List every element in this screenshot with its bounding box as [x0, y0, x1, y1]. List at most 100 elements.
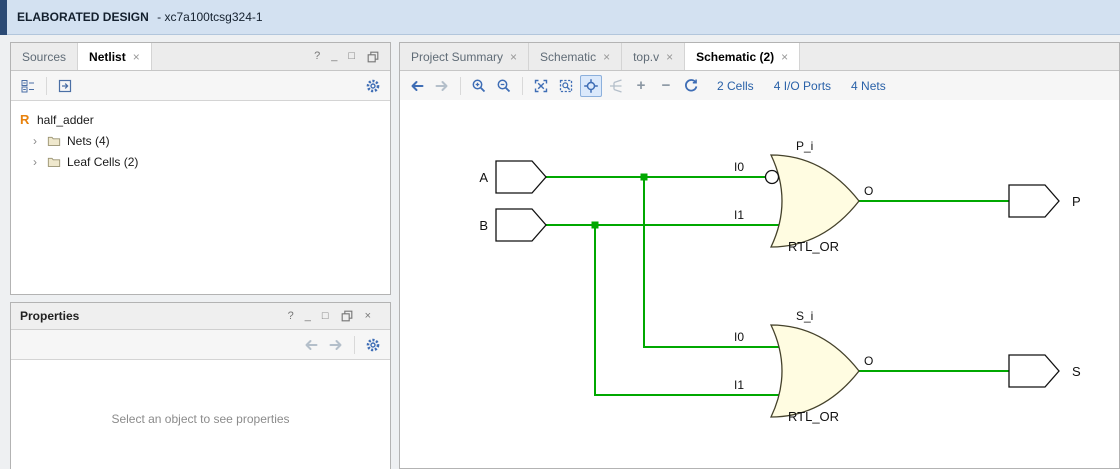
design-mode-label: ELABORATED DESIGN: [17, 10, 149, 24]
regenerate-button[interactable]: [680, 75, 702, 97]
folder-icon: [47, 155, 61, 169]
tab-label: top.v: [633, 50, 659, 64]
zoom-out-button[interactable]: [493, 75, 515, 97]
plus-icon: +: [637, 78, 646, 93]
forward-button[interactable]: [431, 75, 453, 97]
close-icon[interactable]: ×: [781, 50, 788, 64]
pin-label-o: O: [864, 354, 873, 368]
tree-item-label: Leaf Cells (2): [67, 155, 138, 169]
back-button[interactable]: [300, 334, 322, 356]
zoom-in-button[interactable]: [468, 75, 490, 97]
properties-toolbar: [11, 330, 390, 360]
design-mode-banner: ELABORATED DESIGN - xc7a100tcsg324-1: [0, 0, 1120, 35]
help-icon[interactable]: ?: [288, 311, 294, 322]
tree-root-label: half_adder: [37, 113, 94, 127]
schematic-drawing: A B P S I0 I1 O P_i RTL_OR I0 I1 O S_i R…: [400, 100, 1119, 468]
tree-item-label: Nets (4): [67, 134, 110, 148]
io-ports-count-link[interactable]: 4 I/O Ports: [774, 79, 831, 93]
expand-cone-button[interactable]: [605, 75, 627, 97]
netlist-window-controls: ? _ □: [304, 43, 390, 70]
output-port-s[interactable]: [1009, 355, 1059, 387]
tab-schematic-2[interactable]: Schematic (2) ×: [685, 43, 800, 70]
zoom-fit-button[interactable]: [530, 75, 552, 97]
port-label-p: P: [1072, 194, 1081, 209]
help-icon[interactable]: ?: [314, 51, 320, 62]
instance-label-p-i: P_i: [796, 139, 813, 153]
net-junction[interactable]: [592, 222, 599, 229]
tab-label: Sources: [22, 50, 66, 64]
close-icon[interactable]: ×: [666, 50, 673, 64]
settings-gear-button[interactable]: [362, 75, 384, 97]
properties-panel: Properties ? _ □ × Select an object to s…: [10, 302, 391, 469]
output-port-p[interactable]: [1009, 185, 1059, 217]
properties-header: Properties ? _ □ ×: [11, 303, 390, 330]
tab-netlist[interactable]: Netlist ×: [78, 43, 152, 70]
netlist-tree: R half_adder › Nets (4) › Leaf Cells (2): [11, 101, 390, 172]
tree-root-half-adder[interactable]: R half_adder: [11, 109, 390, 130]
tree-item-nets[interactable]: › Nets (4): [11, 130, 390, 151]
close-icon[interactable]: ×: [133, 50, 140, 64]
close-icon[interactable]: ×: [365, 311, 371, 322]
properties-placeholder: Select an object to see properties: [11, 360, 390, 469]
port-label-s: S: [1072, 364, 1081, 379]
port-label-a: A: [479, 170, 488, 185]
close-icon[interactable]: ×: [603, 50, 610, 64]
banner-accent: [0, 0, 7, 35]
minus-icon: −: [662, 78, 671, 93]
editor-tabbar: Project Summary × Schematic × top.v × Sc…: [400, 43, 1119, 71]
tab-schematic[interactable]: Schematic ×: [529, 43, 622, 70]
collapse-level-button[interactable]: −: [655, 75, 677, 97]
settings-gear-button[interactable]: [362, 334, 384, 356]
forward-button[interactable]: [325, 334, 347, 356]
net-a-branch-wire[interactable]: [644, 177, 780, 347]
toolbar-separator: [46, 77, 47, 95]
tree-item-leaf-cells[interactable]: › Leaf Cells (2): [11, 151, 390, 172]
inverter-bubble-icon[interactable]: [766, 171, 779, 184]
minimize-icon[interactable]: _: [331, 51, 337, 62]
expand-level-button[interactable]: +: [630, 75, 652, 97]
float-icon[interactable]: [340, 309, 354, 323]
autofit-selection-button[interactable]: [580, 75, 602, 97]
chevron-right-icon[interactable]: ›: [33, 156, 41, 168]
or-gate-s[interactable]: [771, 325, 859, 417]
pin-label-i1: I1: [734, 208, 744, 222]
float-icon[interactable]: [366, 50, 380, 64]
tab-label: Schematic (2): [696, 50, 774, 64]
scroll-to-selected-button[interactable]: [54, 75, 76, 97]
tab-label: Schematic: [540, 50, 596, 64]
port-label-b: B: [479, 218, 488, 233]
net-junction[interactable]: [641, 174, 648, 181]
toolbar-separator: [354, 336, 355, 354]
input-port-b[interactable]: [496, 209, 546, 241]
tab-label: Project Summary: [411, 50, 503, 64]
netlist-toolbar: [11, 71, 390, 101]
instance-label-s-i: S_i: [796, 309, 813, 323]
maximize-icon[interactable]: □: [348, 51, 355, 62]
maximize-icon[interactable]: □: [322, 311, 329, 322]
netlist-panel: Sources Netlist × ? _ □ R half_adder › N…: [10, 42, 391, 295]
tab-top-v[interactable]: top.v ×: [622, 43, 685, 70]
input-port-a[interactable]: [496, 161, 546, 193]
net-b-branch-wire[interactable]: [595, 225, 780, 395]
back-button[interactable]: [406, 75, 428, 97]
pin-label-o: O: [864, 184, 873, 198]
zoom-to-selection-button[interactable]: [555, 75, 577, 97]
or-gate-p[interactable]: [771, 155, 859, 247]
cells-count-link[interactable]: 2 Cells: [717, 79, 754, 93]
collapse-all-button[interactable]: [17, 75, 39, 97]
folder-icon: [47, 134, 61, 148]
chevron-right-icon[interactable]: ›: [33, 135, 41, 147]
toolbar-separator: [522, 77, 523, 95]
schematic-toolbar: + − 2 Cells 4 I/O Ports 4 Nets: [400, 71, 1119, 101]
close-icon[interactable]: ×: [510, 50, 517, 64]
pin-label-i0: I0: [734, 160, 744, 174]
schematic-canvas[interactable]: A B P S I0 I1 O P_i RTL_OR I0 I1 O S_i R…: [400, 100, 1119, 468]
toolbar-separator: [460, 77, 461, 95]
tab-label: Netlist: [89, 50, 126, 64]
nets-count-link[interactable]: 4 Nets: [851, 79, 886, 93]
tab-sources[interactable]: Sources: [11, 43, 78, 70]
schematic-stats: 2 Cells 4 I/O Ports 4 Nets: [717, 79, 886, 93]
tab-project-summary[interactable]: Project Summary ×: [400, 43, 529, 70]
properties-window-controls: ? _ □ ×: [278, 309, 381, 323]
minimize-icon[interactable]: _: [305, 311, 311, 322]
